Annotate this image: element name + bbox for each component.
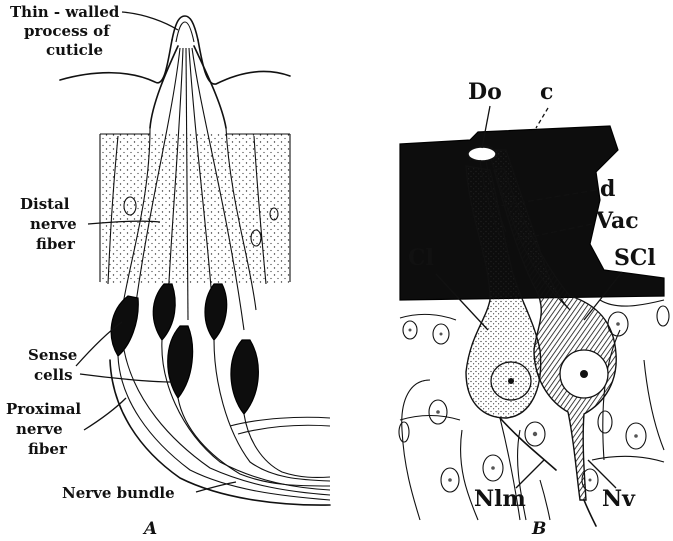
label-sense-line2: cells <box>34 366 73 384</box>
epidermis-stipple <box>100 134 290 284</box>
label-nerve-bundle: Nerve bundle <box>62 484 175 502</box>
label-cuticle-line3: cuticle <box>46 41 103 59</box>
label-d: d <box>600 176 615 202</box>
label-distal-line1: Distal <box>20 195 70 213</box>
sense-cell-3 <box>205 284 227 340</box>
caption-a: A <box>142 519 157 539</box>
panel-a-drawing <box>60 16 330 505</box>
caption-b: B <box>531 519 546 539</box>
label-distal-line3: fiber <box>36 235 76 253</box>
label-proximal-line1: Proximal <box>6 400 81 418</box>
label-cuticle-line2: process of <box>24 22 111 40</box>
sense-cell-1 <box>111 296 138 356</box>
label-vac: Vac <box>595 208 639 234</box>
panel-b-drawing <box>399 126 669 526</box>
label-c: c <box>540 79 553 105</box>
label-proximal-line2: nerve <box>16 420 63 438</box>
sense-cell-5 <box>231 340 258 414</box>
label-cuticle-line1: Thin - walled <box>10 3 120 21</box>
label-nlm: Nlm <box>474 486 526 512</box>
label-cl: Cl <box>408 245 434 271</box>
label-nv: Nv <box>602 486 636 512</box>
label-proximal-line3: fiber <box>28 440 68 458</box>
label-sense-line1: Sense <box>28 346 77 364</box>
label-do: Do <box>468 79 502 105</box>
label-scl: SCl <box>614 245 656 271</box>
label-distal-line2: nerve <box>30 215 77 233</box>
sense-cell-4 <box>168 326 193 398</box>
sense-cell-2 <box>153 284 175 340</box>
